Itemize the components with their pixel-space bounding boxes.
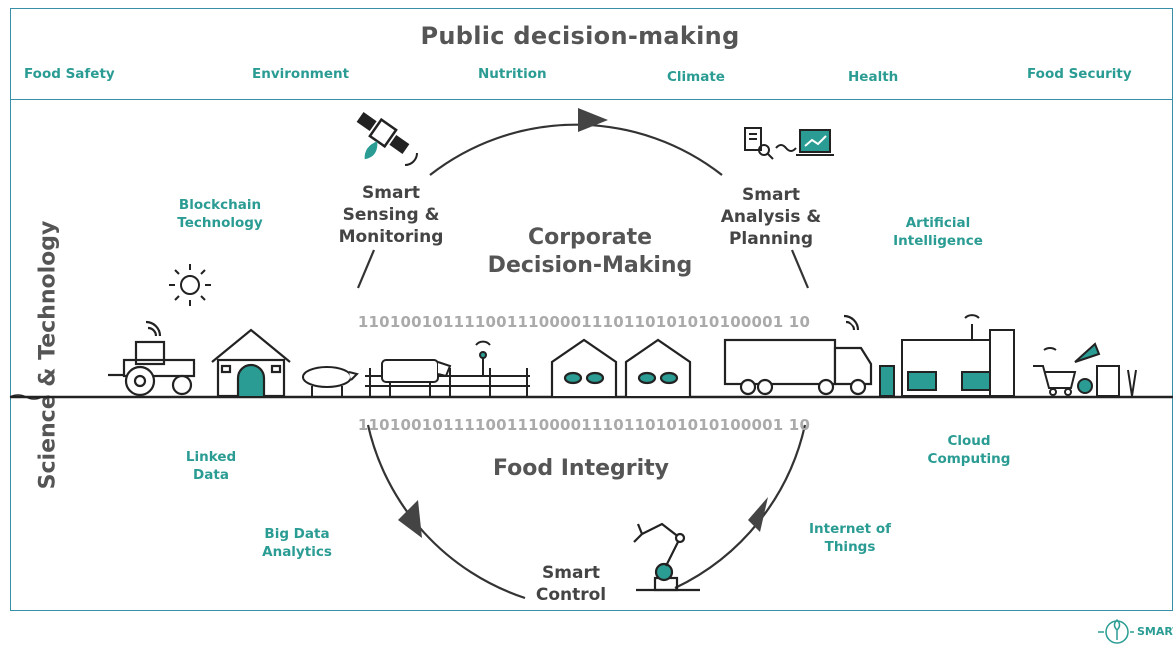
shopping-cart-icon [1033,342,1137,397]
brand-logo-icon [1098,618,1134,644]
binary-bottom: 1101001011110011100001110110101010100001… [357,416,811,434]
barn-icon [211,328,291,398]
domain-food-safety: Food Safety [24,66,115,82]
binary-top: 1101001011110011100001110110101010100001… [357,313,811,331]
greenhouse-icon [550,338,692,396]
arrow-right [748,497,768,532]
tractor-icon [108,320,196,397]
ground-wave [9,394,43,400]
arc-bottom-left [366,424,526,600]
robot-arm-icon [633,522,700,592]
domain-climate: Climate [667,69,725,85]
header-divider [10,99,1173,100]
sun-icon [169,264,211,306]
arrow-left [398,500,422,538]
satellite-icon [356,112,410,160]
domain-environment: Environment [252,66,350,82]
arc-upper-left-stub [356,249,376,289]
factory-icon [879,314,1015,397]
arc-top [429,123,723,176]
analysis-report-icon [744,127,834,160]
cow-icon [381,359,452,396]
sensor-icon [475,340,491,376]
cycle-arcs [356,123,810,600]
food-integrity: Food Integrity [492,456,670,481]
arc-upper-right-stub [790,249,810,289]
brand-label: SMART [1137,625,1173,638]
domain-nutrition: Nutrition [478,66,547,82]
fence-icon [365,368,530,396]
header-title: Public decision-making [420,22,740,50]
domain-food-security: Food Security [1027,66,1132,82]
domain-health: Health [848,69,899,85]
arc-bottom-right [674,424,807,589]
truck-icon [723,314,873,396]
arrow-top [578,108,608,132]
satellite-signal [404,152,418,166]
pig-icon [302,366,359,396]
